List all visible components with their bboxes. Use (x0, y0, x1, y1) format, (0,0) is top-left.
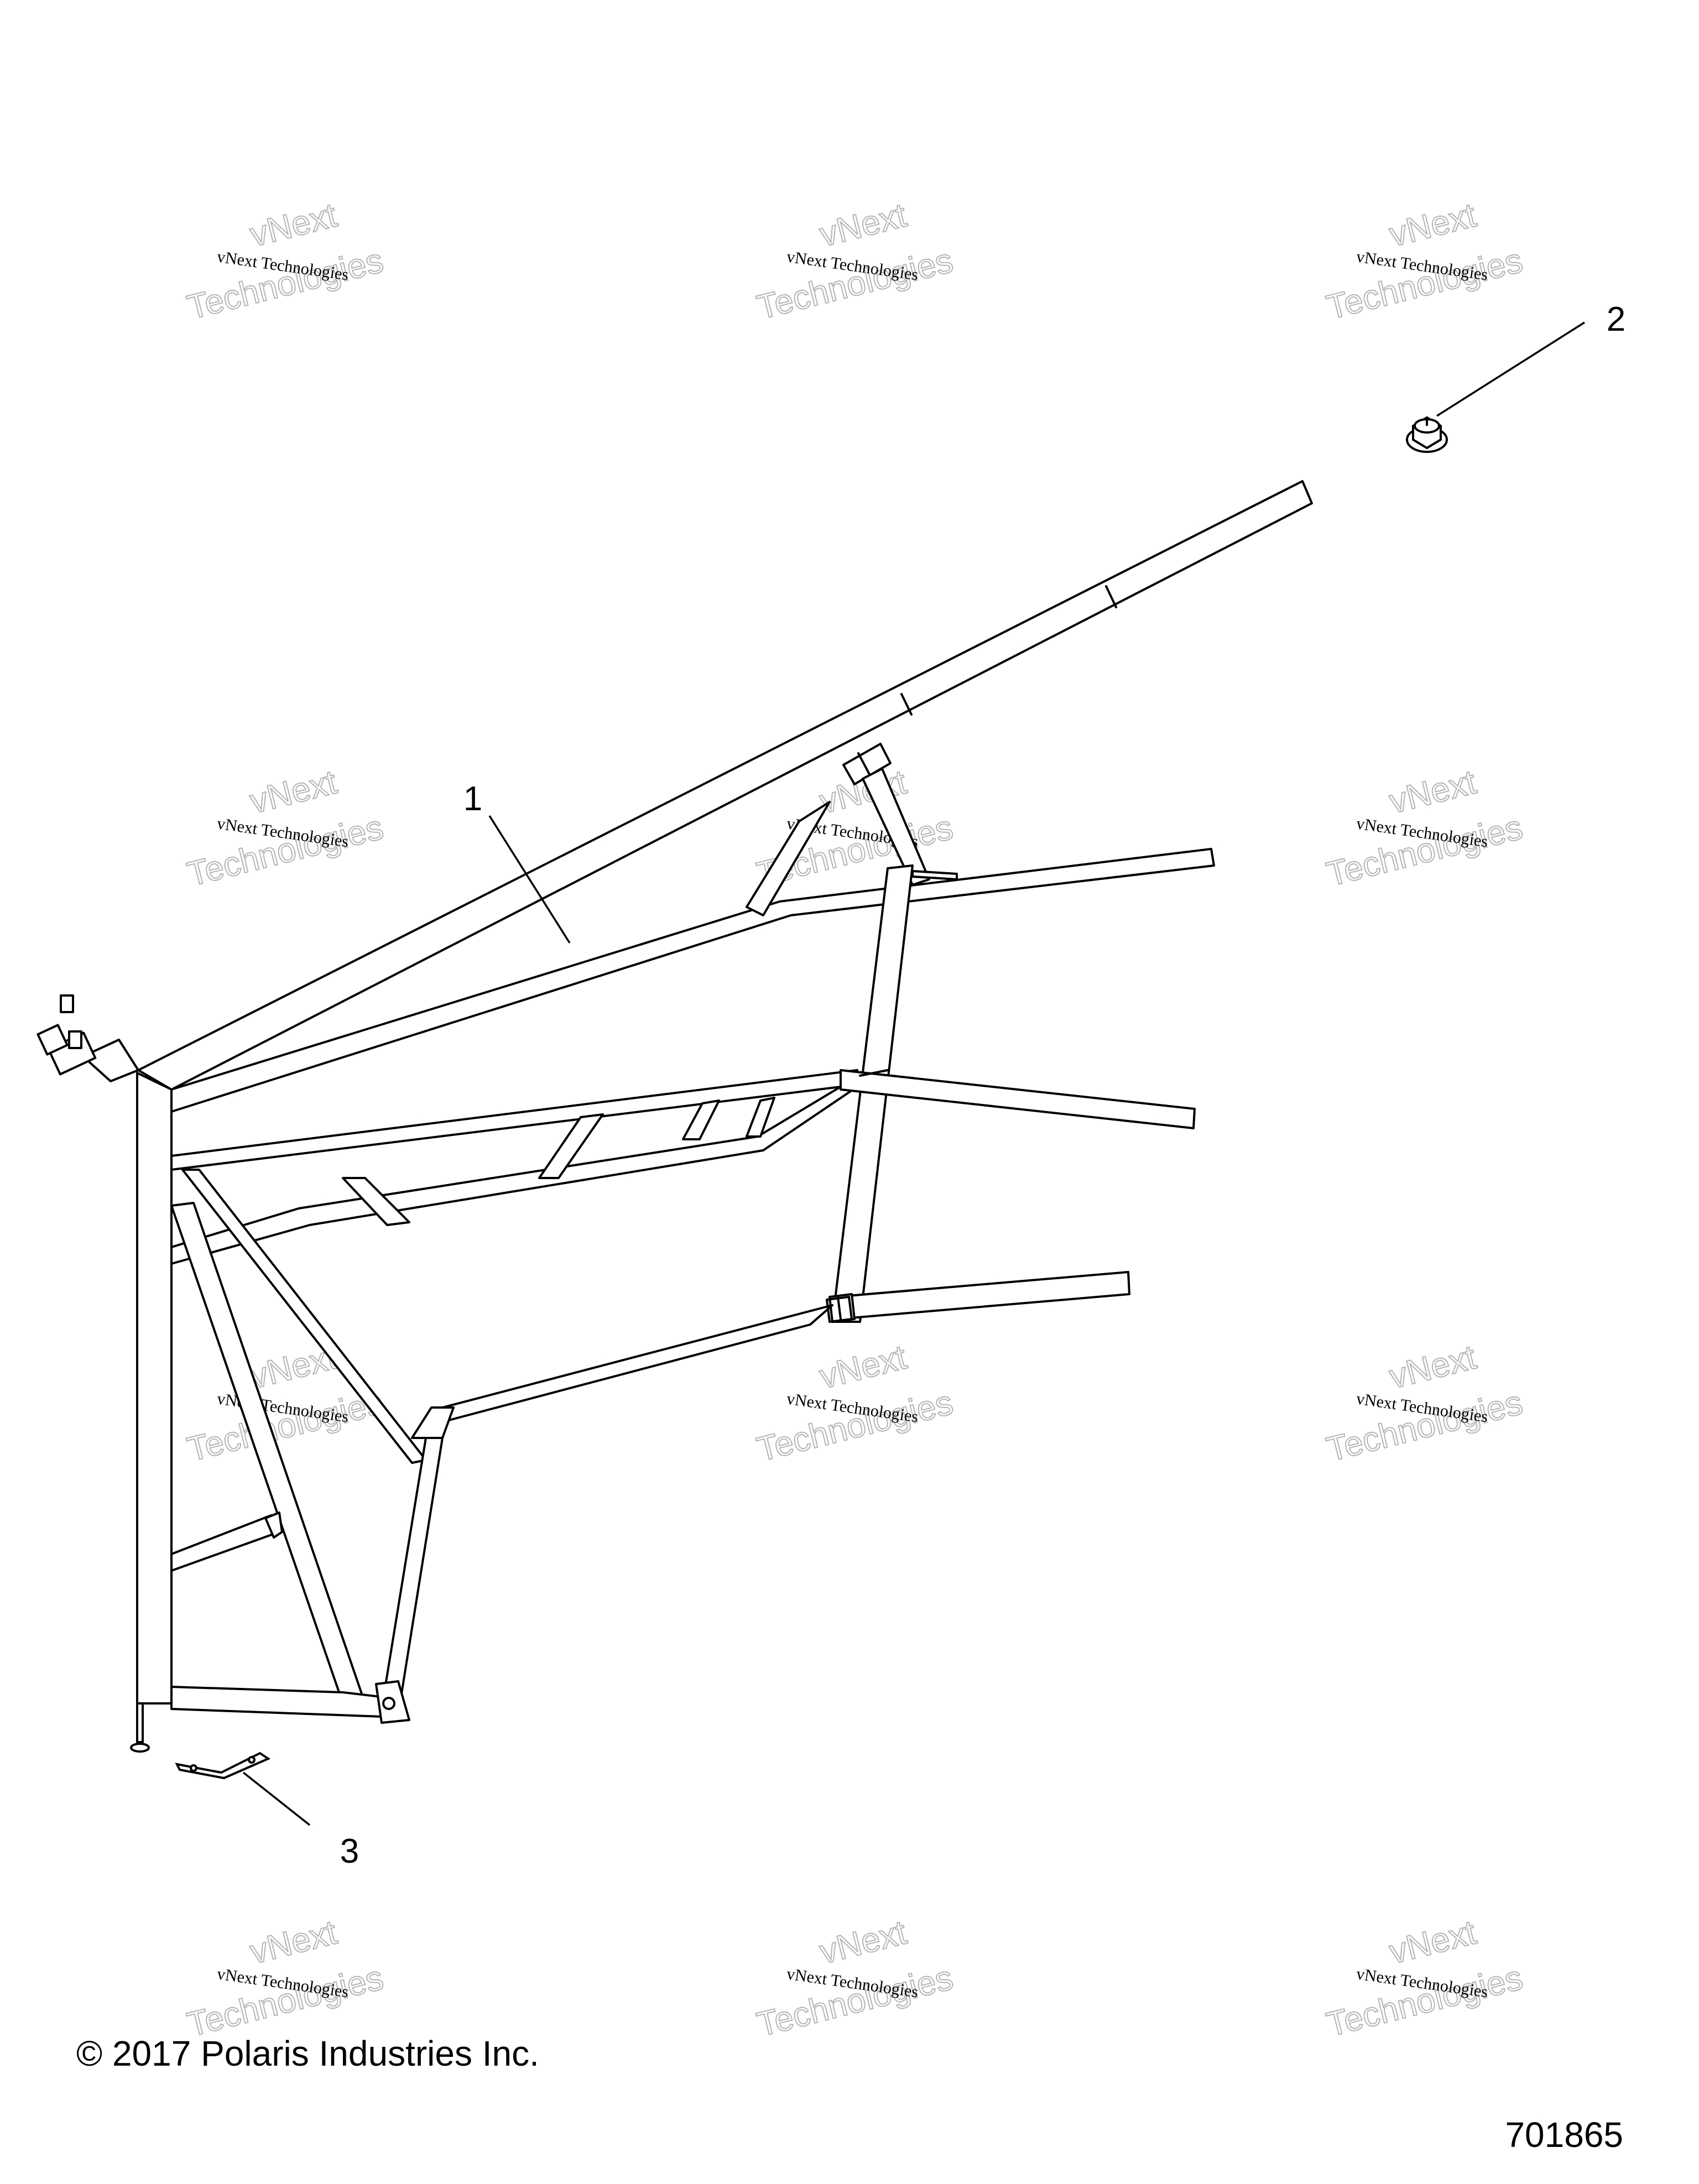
leader-lines (242, 321, 1585, 1826)
watermark-big-line-a: vNext (246, 1913, 340, 1971)
callout-3: 3 (340, 1832, 359, 1870)
leader-line-2 (1436, 321, 1585, 417)
copyright-text: © 2017 Polaris Industries Inc. (76, 2034, 539, 2073)
mounting-bracket-drawing (175, 1752, 271, 1780)
callout-1: 1 (463, 780, 482, 818)
leader-line-3 (242, 1771, 311, 1826)
watermark-big-line-b: Technologies (1323, 242, 1526, 327)
callout-2: 2 (1607, 300, 1625, 338)
watermark-big-line-b: Technologies (184, 242, 387, 327)
watermark-big-line-b: Technologies (184, 809, 387, 894)
watermark-big-line-b: Technologies (1323, 809, 1526, 894)
watermark-big-line-a: vNext (816, 1338, 910, 1396)
watermark-big-line-b: Technologies (1323, 1959, 1526, 2045)
flange-bolt-drawing (1406, 416, 1448, 453)
watermark-big-line-b: Technologies (184, 1959, 387, 2045)
watermark-big-line-b: Technologies (184, 1384, 387, 1469)
watermark-big-line-a: vNext (1385, 196, 1479, 254)
watermark-big-line-b: Technologies (1323, 1384, 1526, 1469)
watermark-big-line-b: Technologies (753, 1959, 957, 2045)
watermark-big-line-a: vNext (246, 763, 340, 821)
watermark-big-line-a: vNext (816, 1913, 910, 1971)
drawing-number: 701865 (1505, 2115, 1623, 2155)
cab-frame-drawing (37, 480, 1313, 1753)
watermark-big-line-a: vNext (1385, 763, 1479, 821)
watermark-big-line-a: vNext (1385, 1913, 1479, 1971)
watermark-big-line-a: vNext (246, 196, 340, 254)
leader-line-1 (488, 815, 571, 944)
watermark-big-line-b: Technologies (753, 242, 957, 327)
watermark-big-line-b: Technologies (753, 1384, 957, 1469)
watermark-big-line-a: vNext (1385, 1338, 1479, 1396)
watermark-big-line-a: vNext (816, 196, 910, 254)
